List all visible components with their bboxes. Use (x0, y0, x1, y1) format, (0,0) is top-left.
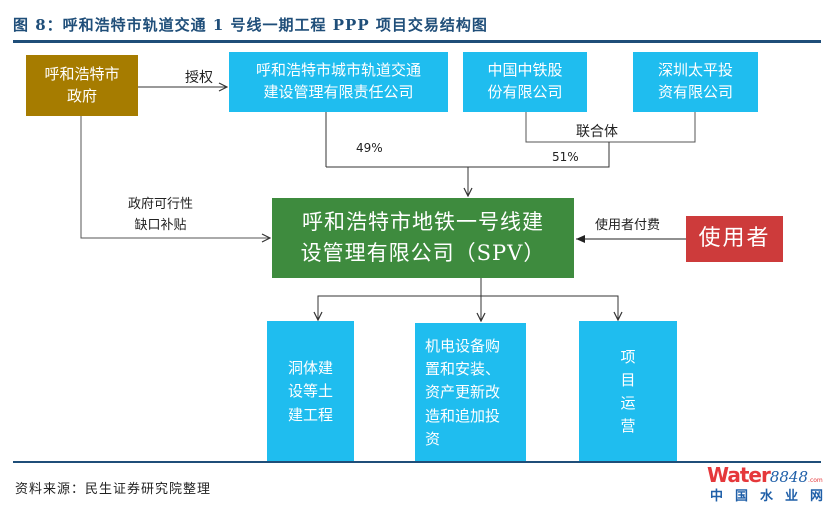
civil-works-line: 洞体建 (287, 359, 333, 378)
authorization-label: 授权 (185, 70, 213, 86)
crcc-line2: 份有限公司 (487, 83, 563, 101)
crcc-line1: 中国中铁股 (487, 61, 563, 80)
logo-chinese-name: 中国水业网 (710, 489, 833, 504)
consortium-share-label: 51% (552, 150, 579, 164)
user-payment-label: 使用者付费 (595, 218, 661, 233)
government-line2: 政府 (66, 86, 97, 105)
metro-company-node: 呼和浩特市城市轨道交通 建设管理有限责任公司 (229, 52, 448, 112)
operations-line: 营 (620, 417, 636, 436)
equipment-line: 造和追加投 (425, 406, 501, 425)
subsidy-label-line1: 政府可行性 (128, 197, 194, 212)
source-note: 资料来源：民生证券研究院整理 (15, 482, 212, 497)
shenzhen-taiping-line2: 资有限公司 (657, 83, 733, 101)
spv-node: 呼和浩特市地铁一号线建 设管理有限公司（SPV） (272, 198, 574, 278)
equipment-line: 资产更新改 (425, 383, 501, 402)
equipment-line: 资 (425, 429, 441, 448)
subsidy-arrow (80, 116, 270, 238)
watermark-logo: Water8848.com 中国水业网 (700, 463, 830, 505)
footer-rule (13, 461, 821, 463)
shenzhen-taiping-line1: 深圳太平投 (657, 61, 733, 80)
logo-brand: Water (707, 463, 771, 487)
title-rule (13, 40, 821, 43)
operations-line: 项 (620, 347, 636, 366)
users-node: 使用者 (686, 216, 783, 262)
logo-number: 8848 (769, 468, 809, 486)
subsidy-label: 政府可行性 缺口补贴 (128, 193, 193, 233)
consortium-share-line (326, 142, 610, 168)
crcc-node: 中国中铁股 份有限公司 (463, 52, 587, 112)
operations-line: 目 (620, 370, 636, 389)
metro-company-line2: 建设管理有限责任公司 (263, 83, 414, 101)
government-line1: 呼和浩特市 (44, 64, 120, 83)
subsidy-label-line2: 缺口补贴 (134, 218, 187, 233)
civil-works-line: 建工程 (287, 405, 333, 424)
figure-title: 图 8：呼和浩特市轨道交通 1 号线一期工程 PPP 项目交易结构图 (13, 16, 488, 34)
consortium-bracket (525, 112, 696, 143)
operations-node: 项 目 运 营 (579, 321, 677, 463)
operations-line: 运 (620, 394, 636, 412)
government-node: 呼和浩特市 政府 (26, 55, 138, 116)
civil-works-line: 设等土 (287, 382, 333, 401)
spv-line1: 呼和浩特市地铁一号线建 (302, 209, 544, 234)
metro-company-line1: 呼和浩特市城市轨道交通 (255, 61, 421, 80)
equipment-line: 置和安装、 (425, 360, 501, 379)
logo-domain: .com (808, 477, 823, 484)
users-label: 使用者 (698, 226, 771, 252)
equipment-node: 机电设备购 置和安装、 资产更新改 造和追加投 资 (415, 323, 526, 463)
spv-line2: 设管理有限公司（SPV） (300, 241, 546, 265)
distribution-line (317, 295, 619, 319)
metro-share-label: 49% (356, 141, 383, 155)
shenzhen-taiping-node: 深圳太平投 资有限公司 (633, 52, 758, 112)
civil-works-node: 洞体建 设等土 建工程 (267, 321, 354, 463)
equipment-line: 机电设备购 (425, 336, 501, 355)
consortium-label: 联合体 (576, 124, 618, 140)
